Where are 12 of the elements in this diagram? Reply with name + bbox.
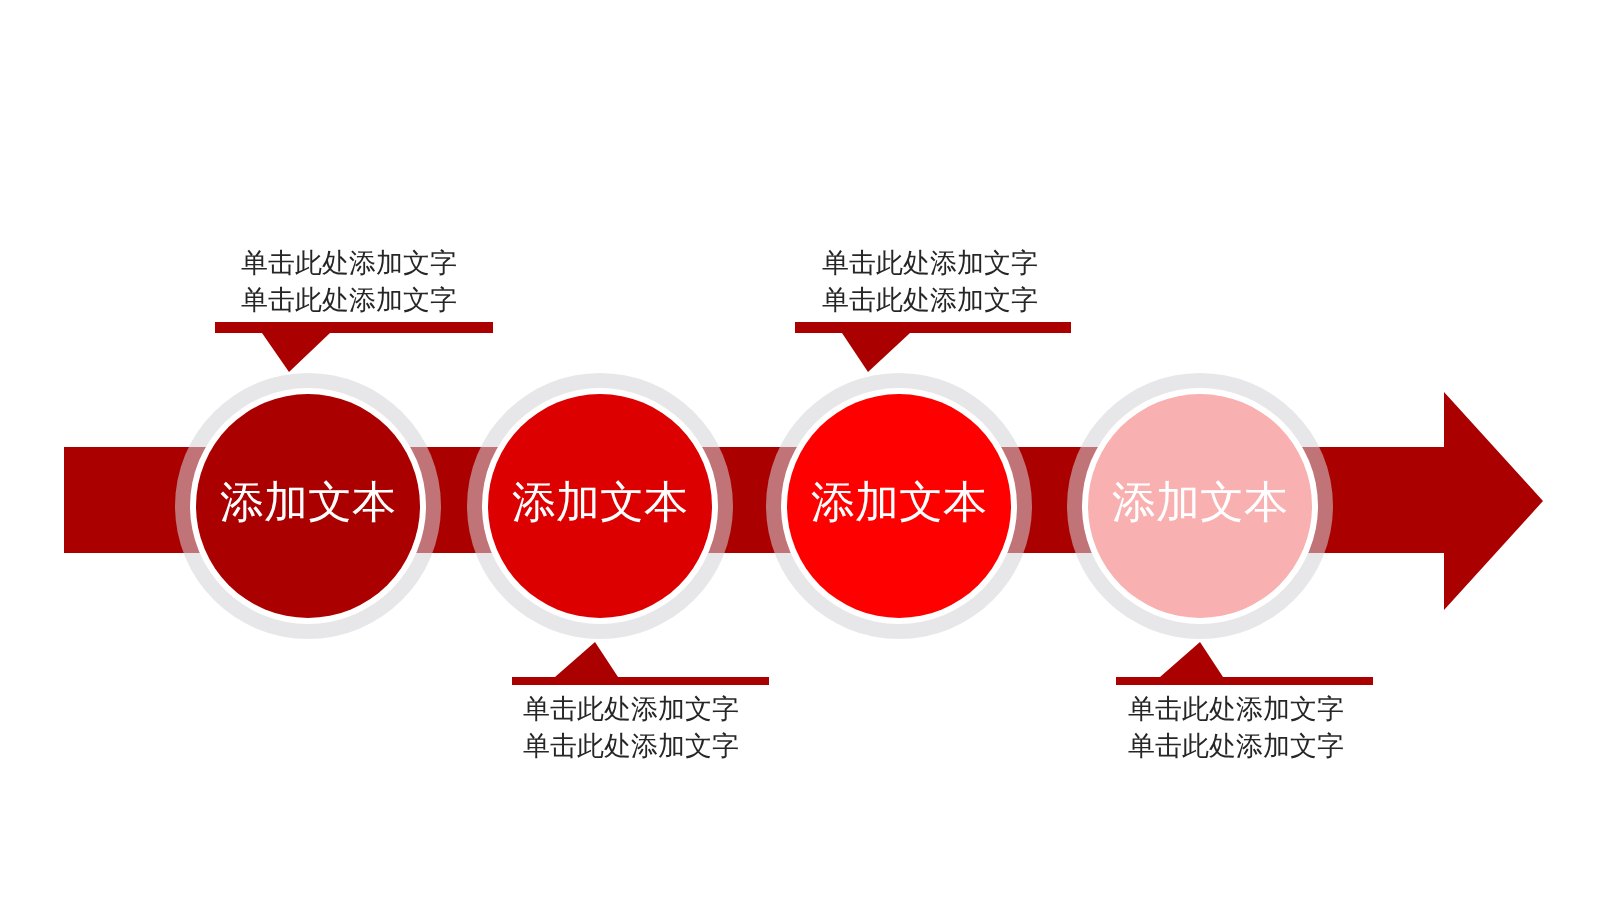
callout-text: 单击此处添加文字单击此处添加文字 [1128,692,1344,763]
step-label: 添加文本 [512,479,688,528]
step-circle [175,373,441,639]
callout-text: 单击此处添加文字单击此处添加文字 [241,246,457,317]
step-circle [766,373,1032,639]
step-circle [1067,373,1333,639]
callout-text: 单击此处添加文字单击此处添加文字 [523,692,739,763]
step-label: 添加文本 [811,479,987,528]
step-label: 添加文本 [220,479,396,528]
step-circle [467,373,733,639]
step-label: 添加文本 [1112,479,1288,528]
callout-text: 单击此处添加文字单击此处添加文字 [822,246,1038,317]
